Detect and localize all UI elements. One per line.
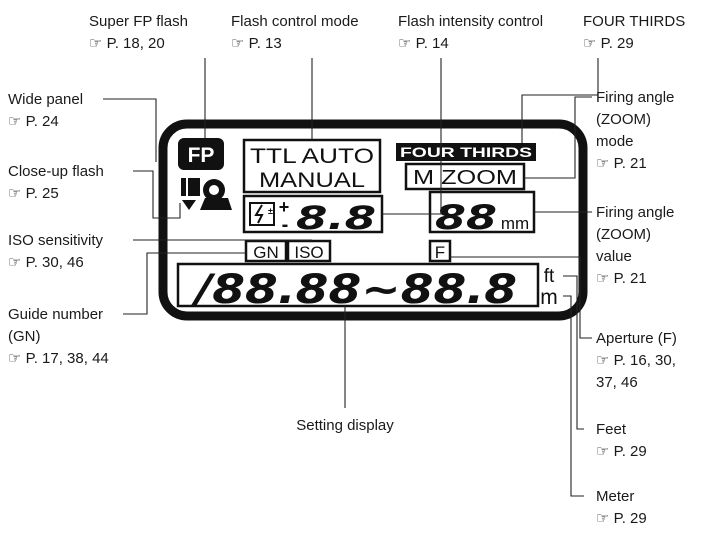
super-fp-label: Super FP flash: [89, 13, 188, 30]
fp-indicator-box: [178, 138, 224, 170]
ref-hand-icon: ☞: [596, 352, 609, 369]
ref-hand-icon: ☞: [596, 270, 609, 287]
manual-indicator: MANUAL: [259, 169, 365, 192]
meter-label: Meter: [596, 488, 634, 505]
setting-display-label: Setting display: [296, 417, 394, 434]
zoom-value-digits: 88: [435, 198, 497, 238]
zoom-mode-label-3: mode: [596, 133, 634, 150]
guide-number-label: Guide number: [8, 306, 103, 323]
iso-box: [286, 239, 332, 263]
flash-compensation-icon: ±: [249, 202, 275, 226]
flash-mode-ref: ☞ P. 13: [231, 35, 282, 52]
aperture-leader: [450, 256, 592, 339]
wide-panel-leader: [103, 98, 157, 162]
ref-hand-icon: ☞: [596, 510, 609, 527]
flash-mode-label: Flash control mode: [231, 13, 359, 30]
zoom-mode-label-2: (ZOOM): [596, 111, 651, 128]
lcd-panel-frame: [158, 119, 588, 321]
zoom-mode-box: [404, 162, 526, 191]
gn-box: [244, 239, 288, 263]
ref-hand-icon: ☞: [596, 443, 609, 460]
intensity-digits: 8.8: [296, 199, 376, 237]
iso-label: ISO sensitivity: [8, 232, 104, 249]
m-zoom-indicator: M ZOOM: [413, 167, 517, 189]
fp-indicator: FP: [188, 144, 215, 167]
zoom-mode-ref: ☞ P. 21: [596, 155, 647, 172]
intensity-minus-sign: -: [282, 214, 289, 236]
meter-ref: ☞ P. 29: [596, 510, 647, 527]
close-up-flash-icon: [181, 178, 232, 210]
f-box: [428, 239, 452, 263]
guide-number-label-2: (GN): [8, 328, 41, 345]
iso-ref: ☞ P. 30, 46: [8, 254, 84, 271]
f-indicator: F: [435, 243, 445, 262]
zoom-value-ref: ☞ P. 21: [596, 270, 647, 287]
feet-indicator: ft: [544, 266, 555, 287]
ref-hand-icon: ☞: [89, 35, 102, 52]
ref-hand-icon: ☞: [8, 185, 21, 202]
flash-intensity-leader: [382, 58, 442, 215]
wide-panel-ref: ☞ P. 24: [8, 113, 59, 130]
close-up-leader: [133, 170, 181, 219]
ref-hand-icon: ☞: [596, 155, 609, 172]
zoom-value-label: Firing angle: [596, 204, 674, 221]
four-thirds-label: FOUR THIRDS: [583, 13, 685, 30]
zoom-value-label-3: value: [596, 248, 632, 265]
meter-leader: [563, 295, 584, 497]
four-thirds-ref: ☞ P. 29: [583, 35, 634, 52]
ref-hand-icon: ☞: [8, 113, 21, 130]
feet-label: Feet: [596, 421, 627, 438]
setting-display-digits: /88.88~88.8: [190, 267, 517, 313]
aperture-label: Aperture (F): [596, 330, 677, 347]
mm-unit: mm: [501, 214, 529, 233]
setting-display-box: [176, 262, 540, 308]
gn-indicator: GN: [253, 243, 279, 262]
ref-hand-icon: ☞: [231, 35, 244, 52]
ttl-auto-indicator: TTL AUTO: [250, 145, 374, 168]
four-thirds-indicator: FOUR THIRDS: [400, 144, 532, 160]
iso-indicator: ISO: [294, 243, 323, 262]
feet-leader: [563, 275, 584, 430]
flash-intensity-ref: ☞ P. 14: [398, 35, 449, 52]
ref-hand-icon: ☞: [8, 350, 21, 367]
zoom-mode-label: Firing angle: [596, 89, 674, 106]
zoom-mode-leader: [524, 96, 592, 179]
close-up-label: Close-up flash: [8, 163, 104, 180]
feet-ref: ☞ P. 29: [596, 443, 647, 460]
ref-hand-icon: ☞: [8, 254, 21, 271]
svg-text:☞ P. 18, 20: ☞ P. 18, 20: [89, 35, 165, 52]
close-up-ref: ☞ P. 25: [8, 185, 59, 202]
wide-panel-label: Wide panel: [8, 91, 83, 108]
meter-indicator: m: [540, 286, 558, 309]
flash-intensity-label: Flash intensity control: [398, 13, 543, 30]
super-fp-ref: ☞ P. 18, 20: [89, 35, 165, 52]
ref-hand-icon: ☞: [583, 35, 596, 52]
four-thirds-logo-box: [396, 143, 536, 161]
super-fp-ref-pages: P. 18, 20: [107, 35, 165, 52]
aperture-ref-2: 37, 46: [596, 374, 638, 391]
intensity-plus-sign: +: [279, 197, 290, 217]
guide-number-leader: [123, 252, 246, 315]
aperture-ref: ☞ P. 16, 30,: [596, 352, 676, 369]
guide-number-ref: ☞ P. 17, 38, 44: [8, 350, 109, 367]
four-thirds-leader: [521, 58, 599, 143]
svg-text:±: ±: [268, 206, 273, 216]
zoom-value-label-2: (ZOOM): [596, 226, 651, 243]
ref-hand-icon: ☞: [398, 35, 411, 52]
